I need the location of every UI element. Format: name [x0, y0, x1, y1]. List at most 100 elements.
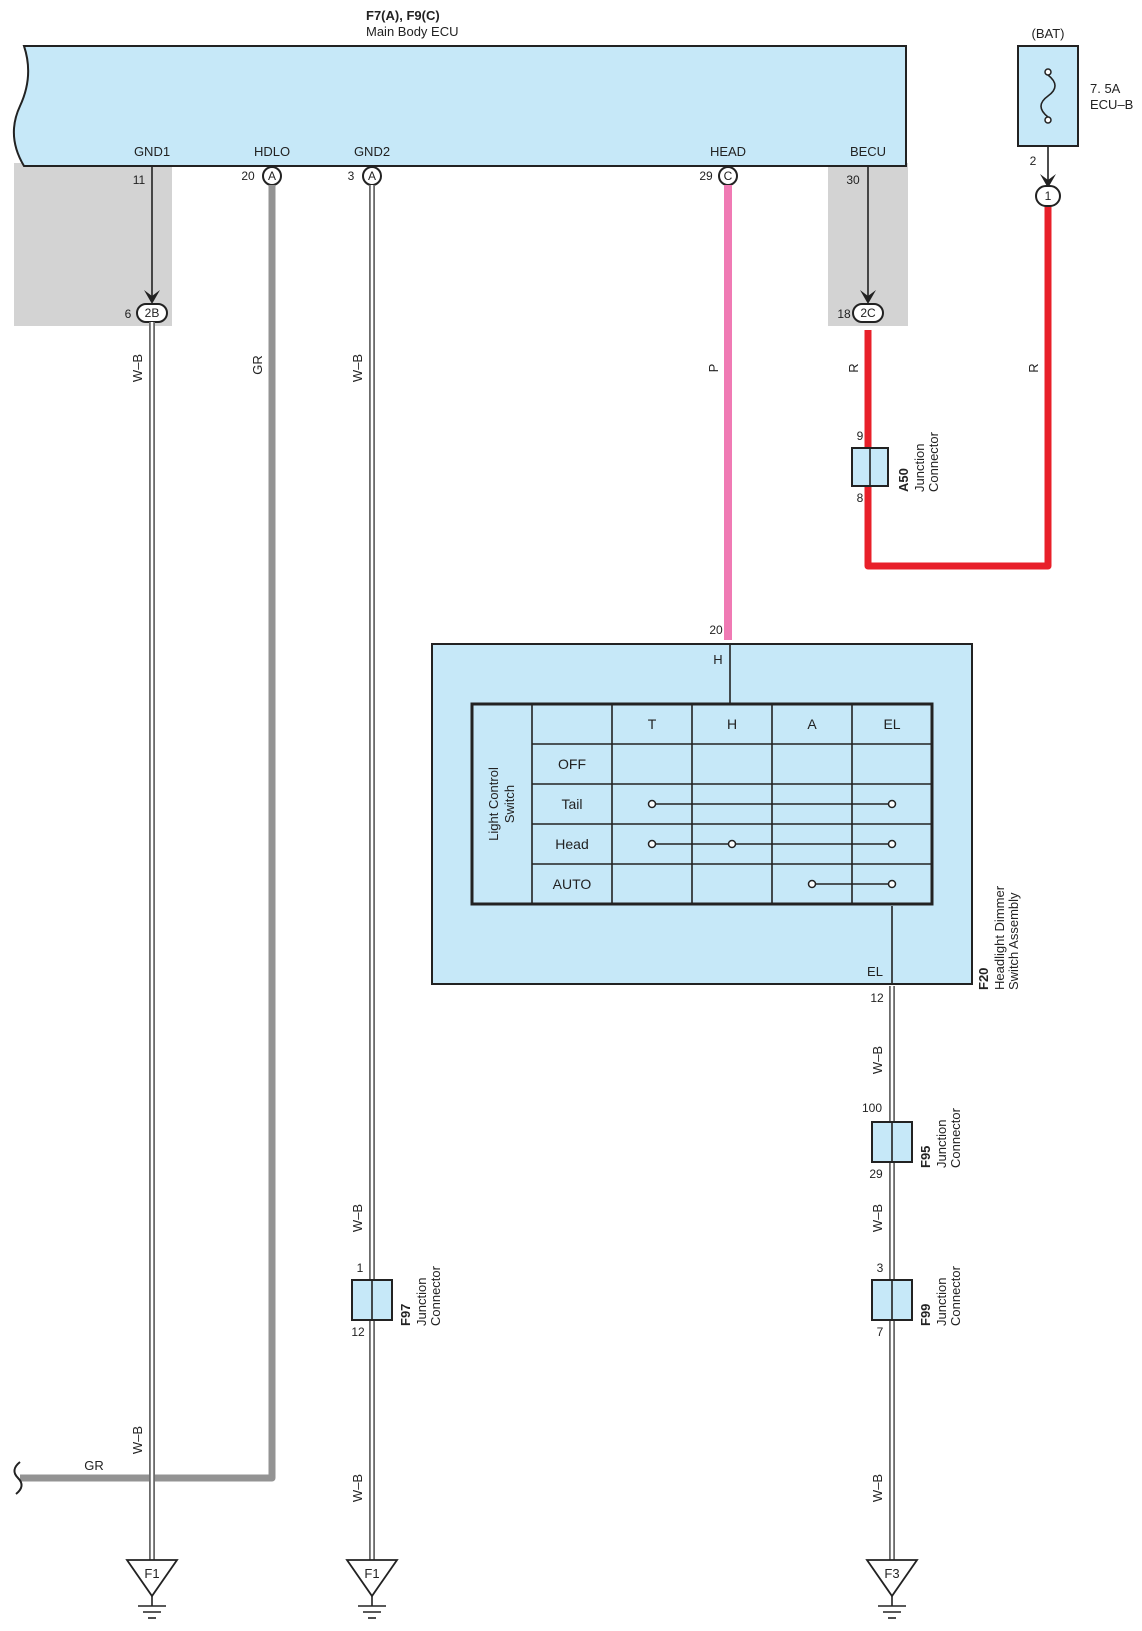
- a50-name-1: Junction: [912, 444, 927, 492]
- wire-label-wb-gnd2-b: W–B: [350, 1204, 365, 1232]
- wire-label-wb-gnd2-a: W–B: [350, 354, 365, 382]
- terminal-head-label: HEAD: [710, 144, 746, 159]
- row-off: OFF: [558, 756, 586, 772]
- f95-name-1: Junction: [934, 1120, 949, 1168]
- fuse-out-pin: 2: [1030, 154, 1037, 168]
- continuity-tail: [647, 799, 897, 809]
- switch-out-label: EL: [867, 964, 883, 979]
- svg-text:2C: 2C: [860, 306, 876, 320]
- col-a: A: [807, 716, 817, 732]
- f95-pin-top: 100: [862, 1101, 882, 1115]
- f97-name-2: Connector: [428, 1265, 443, 1326]
- svg-text:F1: F1: [144, 1566, 159, 1581]
- col-el: EL: [883, 716, 900, 732]
- switch-id: F20: [976, 968, 991, 990]
- wire-label-r-2: R: [1026, 363, 1041, 372]
- a50-pin-bottom: 8: [857, 491, 864, 505]
- f95-pin-bottom: 29: [869, 1167, 883, 1181]
- pin-gnd2: 3: [348, 169, 355, 183]
- table-title-2: Switch: [502, 785, 517, 823]
- terminal-gnd1-label: GND1: [134, 144, 170, 159]
- wire-label-wb-gnd2-c: W–B: [350, 1474, 365, 1502]
- ground-f3: F3: [865, 1559, 919, 1619]
- f97-id: F97: [398, 1304, 413, 1326]
- continuity-auto: [807, 879, 897, 889]
- conn-circle-gnd2: A: [362, 166, 382, 186]
- svg-text:A: A: [268, 169, 276, 183]
- wire-label-wb-gnd1-b: W–B: [130, 1426, 145, 1454]
- svg-text:1: 1: [1045, 189, 1052, 203]
- wire-label-p: P: [706, 364, 721, 373]
- pin-gnd1: 11: [133, 173, 146, 187]
- svg-text:F1: F1: [364, 1566, 379, 1581]
- fuse-terminal-bottom: [1044, 116, 1052, 124]
- f99-pin-bottom: 7: [877, 1325, 884, 1339]
- switch-out-pin: 12: [870, 991, 884, 1005]
- ecu-name: Main Body ECU: [366, 24, 458, 39]
- conn-circle-head: C: [718, 166, 738, 186]
- fuse-ecu-b: (BAT) 7. 5A ECU–B 2: [1017, 26, 1133, 168]
- fuse-connector-1: 1: [1035, 185, 1061, 207]
- svg-text:A: A: [368, 169, 376, 183]
- wire-label-gr-2: GR: [84, 1458, 104, 1473]
- wire-label-wb-gnd1-a: W–B: [130, 354, 145, 382]
- junction-2c: 2C 18: [837, 303, 884, 323]
- wire-gray-hdlo: [20, 185, 276, 1482]
- terminal-hdlo-label: HDLO: [254, 144, 290, 159]
- switch-name-2: Switch Assembly: [1006, 892, 1021, 990]
- f99-name-1: Junction: [934, 1278, 949, 1326]
- wire-break-symbol: [13, 1461, 23, 1495]
- f99-name-2: Connector: [948, 1265, 963, 1326]
- switch-in-pin: 20: [709, 623, 723, 637]
- terminal-gnd2-label: GND2: [354, 144, 390, 159]
- fuse-source: (BAT): [1032, 26, 1065, 41]
- headlight-dimmer-switch-assembly: 20 H EL 12 F20 Headlight Dimmer Switch A…: [431, 623, 1021, 1005]
- ecu-connector-ids: F7(A), F9(C): [366, 8, 440, 23]
- wire-label-r-1: R: [846, 363, 861, 372]
- junction-connector-f95: 100 29 F95 Junction Connector: [862, 1101, 963, 1181]
- f97-pin-top: 1: [357, 1261, 364, 1275]
- junction-connector-a50: 9 8 A50 Junction Connector: [851, 429, 941, 505]
- pin-hdlo: 20: [241, 169, 255, 183]
- fuse-element: [1040, 74, 1056, 118]
- shade-gnd1: [14, 163, 172, 326]
- row-head: Head: [555, 836, 588, 852]
- junction-2c-pin: 18: [837, 307, 851, 321]
- ground-f1-b: F1: [345, 1559, 399, 1619]
- switch-in-label: H: [713, 652, 722, 667]
- arrow-gnd1: [144, 290, 160, 304]
- table-title-1: Light Control: [486, 767, 501, 841]
- ground-f1-a: F1: [125, 1559, 179, 1619]
- fuse-terminal-top: [1044, 68, 1052, 76]
- switch-name-1: Headlight Dimmer: [992, 885, 1007, 990]
- wire-label-wb-el-a: W–B: [870, 1046, 885, 1074]
- main-body-ecu: F7(A), F9(C) Main Body ECU GND1 HDLO GND…: [12, 8, 907, 167]
- row-auto: AUTO: [553, 876, 592, 892]
- svg-text:F3: F3: [884, 1566, 899, 1581]
- fuse-name: ECU–B: [1090, 97, 1133, 112]
- pin-head: 29: [699, 169, 713, 183]
- f95-name-2: Connector: [948, 1107, 963, 1168]
- a50-id: A50: [896, 468, 911, 492]
- wire-label-wb-el-c: W–B: [870, 1474, 885, 1502]
- fuse-rating: 7. 5A: [1090, 81, 1121, 96]
- junction-2b: 2B 6: [125, 303, 168, 323]
- junction-connector-f99: 3 7 F99 Junction Connector: [871, 1261, 963, 1339]
- light-control-switch-table: Light Control Switch T H A EL OFF Tail H…: [470, 702, 934, 906]
- f99-pin-top: 3: [877, 1261, 884, 1275]
- svg-text:2B: 2B: [145, 306, 160, 320]
- row-tail: Tail: [561, 796, 582, 812]
- terminal-becu-label: BECU: [850, 144, 886, 159]
- wire-label-gr-1: GR: [250, 355, 265, 375]
- f95-id: F95: [918, 1146, 933, 1168]
- junction-2b-pin: 6: [125, 307, 132, 321]
- a50-name-2: Connector: [926, 431, 941, 492]
- col-h: H: [727, 716, 737, 732]
- col-t: T: [648, 716, 657, 732]
- f97-name-1: Junction: [414, 1278, 429, 1326]
- conn-circle-hdlo: A: [262, 166, 282, 186]
- continuity-head: [647, 839, 897, 849]
- svg-text:C: C: [724, 169, 733, 183]
- junction-connector-f97: 1 12 F97 Junction Connector: [351, 1261, 443, 1339]
